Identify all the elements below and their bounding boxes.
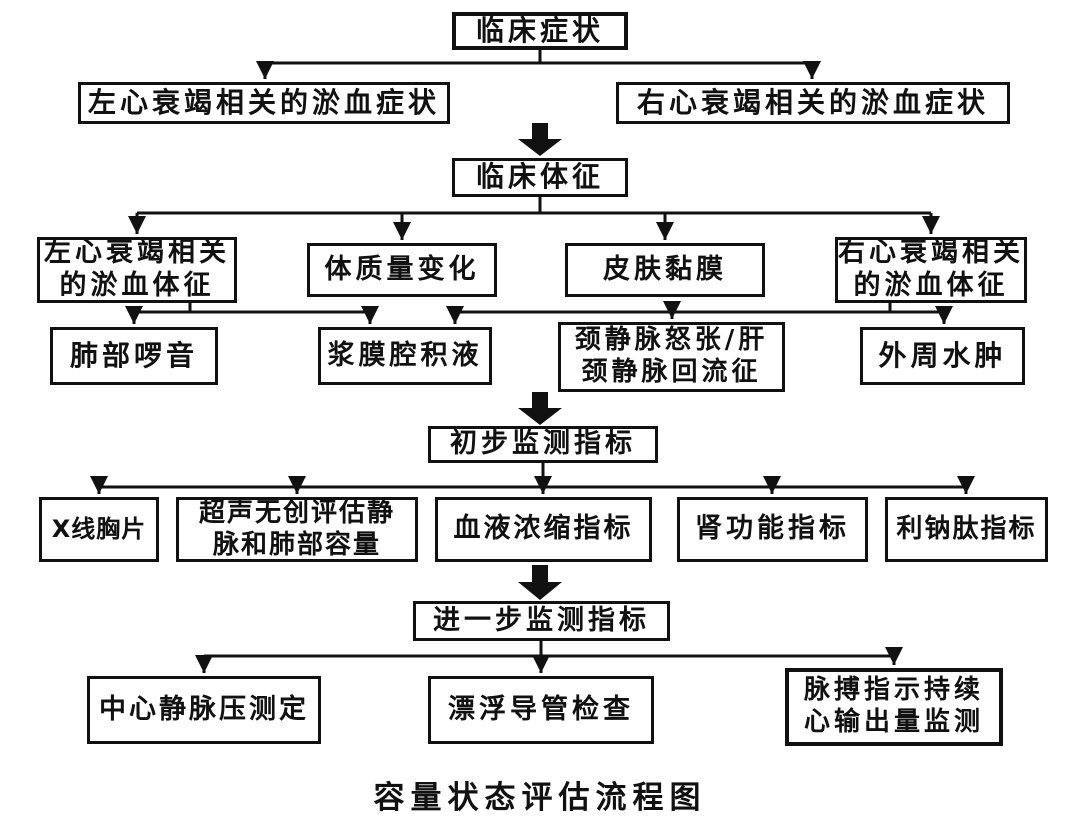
node-floating-catheter: 漂浮导管检查 — [428, 676, 654, 744]
connector-symptoms-branch — [256, 48, 821, 79]
node-picco-monitoring: 脉搏指示持续 心输出量监测 — [785, 668, 1003, 746]
node-peripheral-edema: 外周水肿 — [860, 327, 1025, 385]
node-clinical-symptoms: 临床症状 — [452, 12, 628, 50]
down-arrow-icon — [518, 392, 562, 425]
connector-left-signs-branch — [125, 301, 379, 324]
down-arrow-icon — [518, 565, 562, 600]
down-arrow-icon — [518, 123, 562, 156]
node-hemoconcentration: 血液浓缩指标 — [435, 497, 652, 562]
node-renal-function: 肾功能指标 — [677, 497, 868, 562]
node-further-indicators: 进一步监测指标 — [413, 601, 670, 641]
node-body-weight-change: 体质量变化 — [307, 243, 497, 297]
node-clinical-signs: 临床体征 — [452, 158, 628, 197]
node-initial-indicators: 初步监测指标 — [428, 426, 658, 463]
diagram-title: 容量状态评估流程图 — [373, 780, 707, 816]
node-cvp-measurement: 中心静脉压测定 — [87, 676, 321, 744]
node-lung-rales: 肺部啰音 — [50, 327, 218, 385]
connector-right-signs-branch — [446, 301, 953, 324]
node-natriuretic-peptide: 利钠肽指标 — [885, 497, 1048, 562]
node-chest-xray: X线胸片 — [39, 497, 159, 562]
node-jugular-distension: 颈静脉怒张/肝 颈静脉回流征 — [558, 322, 785, 392]
node-serous-effusion: 浆膜腔积液 — [318, 327, 492, 385]
node-left-hf-signs: 左心衰竭相关 的淤血体征 — [37, 237, 237, 303]
node-ultrasound-assessment: 超声无创评估静 脉和肺部容量 — [176, 497, 418, 562]
connector-initial-indicators-branch — [90, 463, 975, 494]
connector-signs-branch — [128, 197, 940, 240]
node-right-hf-symptoms: 右心衰竭相关的淤血症状 — [616, 82, 1010, 124]
node-right-hf-signs: 右心衰竭相关 的淤血体征 — [835, 237, 1027, 303]
node-left-hf-symptoms: 左心衰竭相关的淤血症状 — [78, 82, 450, 124]
node-skin-mucosa: 皮肤黏膜 — [565, 243, 765, 297]
